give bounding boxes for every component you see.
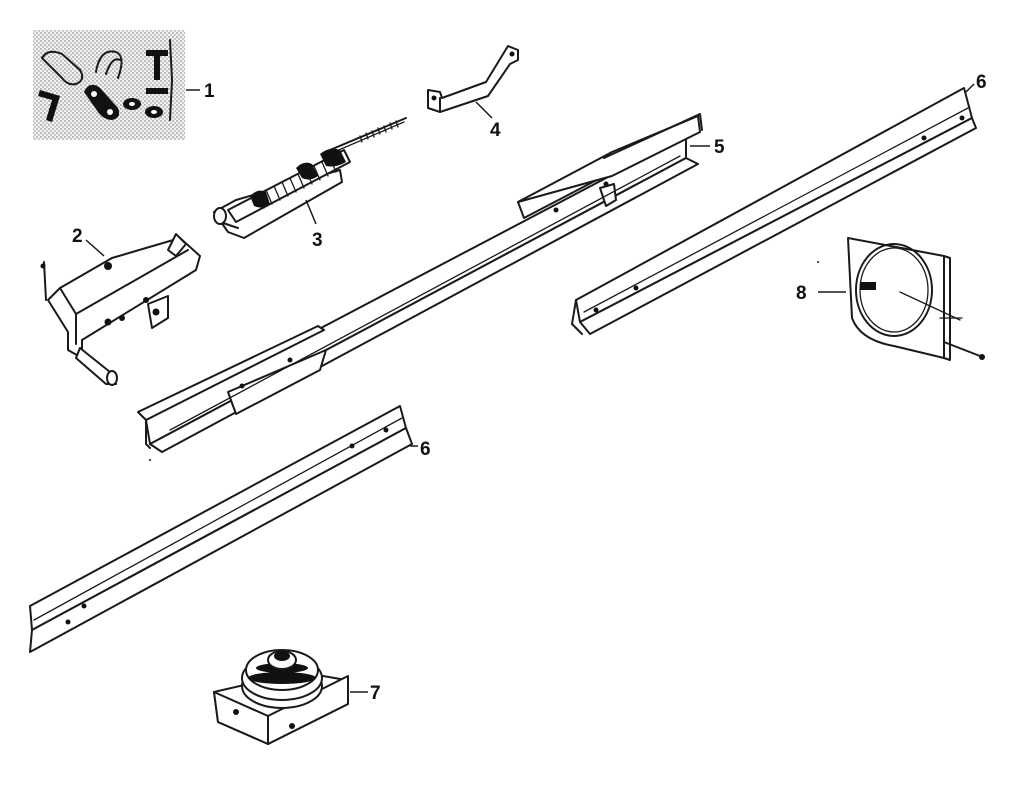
angle-rail-upper-hole-3	[921, 135, 927, 141]
angle-rail-upper-hole-1	[593, 307, 599, 313]
washer-2-hole	[151, 110, 157, 114]
chain-link-hole-1	[91, 91, 97, 97]
rail-front-flange	[137, 325, 325, 421]
leader-part-6-upper	[965, 83, 975, 93]
part-7-idler-bracket: 7	[213, 649, 381, 745]
label-part-3: 3	[312, 230, 323, 251]
rail-hole-2	[287, 357, 293, 363]
label-part-4: 4	[490, 120, 501, 141]
rail-hole-3	[553, 207, 559, 213]
angle-rail-lower-hole-4	[383, 427, 389, 433]
cover-screw-tip	[979, 354, 985, 360]
clevis-link-2-inner	[105, 58, 121, 75]
angle-rail-upper-hole-4	[959, 115, 965, 121]
speck	[817, 261, 819, 263]
cover-plate-edge	[943, 255, 951, 361]
angle-rail-lower-face	[29, 405, 407, 631]
rail-rear-flange	[517, 115, 701, 203]
label-part-1: 1	[204, 81, 215, 102]
carriage-hole-1	[104, 318, 112, 326]
rail-hole-1	[239, 383, 245, 389]
rod-threads	[359, 120, 399, 143]
clevis-link-1	[41, 50, 84, 86]
carriage-hole-2	[119, 315, 125, 321]
carriage-hole-3	[143, 297, 149, 303]
label-part-6-upper: 6	[976, 72, 987, 93]
angle-rail-lower-crease	[33, 417, 403, 621]
hardware-bag-background	[33, 30, 185, 140]
part-6-angle-rail-upper: 6	[571, 72, 987, 335]
clevis-link-2	[95, 50, 123, 79]
angle-rail-upper-end	[571, 299, 583, 335]
trolley-spring	[227, 148, 351, 223]
pulley-hub-center	[274, 651, 290, 661]
part-2-carriage: 2	[40, 226, 201, 386]
part-1-hardware-bag: 1	[33, 30, 215, 140]
speck	[149, 459, 151, 461]
bag-edge	[169, 39, 173, 121]
carriage-screw-head	[104, 262, 112, 270]
part-3-trolley: 3	[213, 117, 407, 251]
cover-ring	[855, 243, 933, 337]
leader-part-4	[475, 101, 493, 119]
label-part-8: 8	[796, 283, 807, 304]
trolley-body	[213, 169, 343, 239]
trolley-end-roller	[213, 207, 227, 225]
bracket-body	[427, 45, 519, 113]
cover-plate	[847, 237, 945, 359]
l-pin	[38, 90, 60, 122]
clevis-pin-head	[106, 370, 118, 386]
carriage-ear	[167, 233, 187, 257]
part-4-bracket: 4	[427, 45, 519, 141]
angle-rail-lower-hole-1	[65, 619, 71, 625]
idler-hole-2	[289, 723, 295, 729]
screw-head	[40, 263, 46, 269]
cover-screw	[943, 341, 981, 357]
rail-hole-4	[603, 181, 609, 187]
angle-rail-lower-flange	[29, 427, 413, 653]
carriage-hole-4	[152, 308, 160, 316]
threaded-rod-edge	[333, 121, 405, 153]
part-6-angle-rail-lower: 6	[29, 405, 431, 653]
washer-1-hole	[129, 102, 135, 106]
angle-rail-upper-flange	[579, 117, 977, 335]
bracket-hole-1	[431, 95, 437, 101]
rail-rear-edge	[603, 113, 703, 159]
screw	[43, 261, 47, 301]
angle-rail-upper-hole-2	[633, 285, 639, 291]
leader-part-2	[85, 239, 105, 257]
rail-inner-line	[169, 155, 681, 431]
cover-shaft	[899, 291, 961, 321]
part-5-rail: 5	[137, 113, 725, 453]
label-part-5: 5	[714, 137, 725, 158]
angle-rail-lower-hole-2	[81, 603, 87, 609]
idler-hole-1	[233, 709, 239, 715]
angle-rail-lower-hole-3	[349, 443, 355, 449]
chain-link-hole-2	[107, 109, 113, 115]
t-pin-1	[146, 50, 168, 80]
label-part-7: 7	[370, 683, 381, 704]
label-part-6-lower: 6	[420, 439, 431, 460]
bracket-hole-2	[509, 51, 515, 57]
angle-rail-upper-crease	[583, 107, 969, 313]
leader-part-3	[305, 199, 317, 225]
part-8-sprocket-cover: 8	[796, 237, 985, 361]
t-pin-bar	[146, 88, 168, 94]
threaded-rod	[329, 117, 407, 151]
carriage-body	[47, 237, 201, 359]
cover-tab-left	[860, 282, 876, 290]
label-part-2: 2	[72, 226, 83, 247]
rail-end	[145, 419, 151, 449]
